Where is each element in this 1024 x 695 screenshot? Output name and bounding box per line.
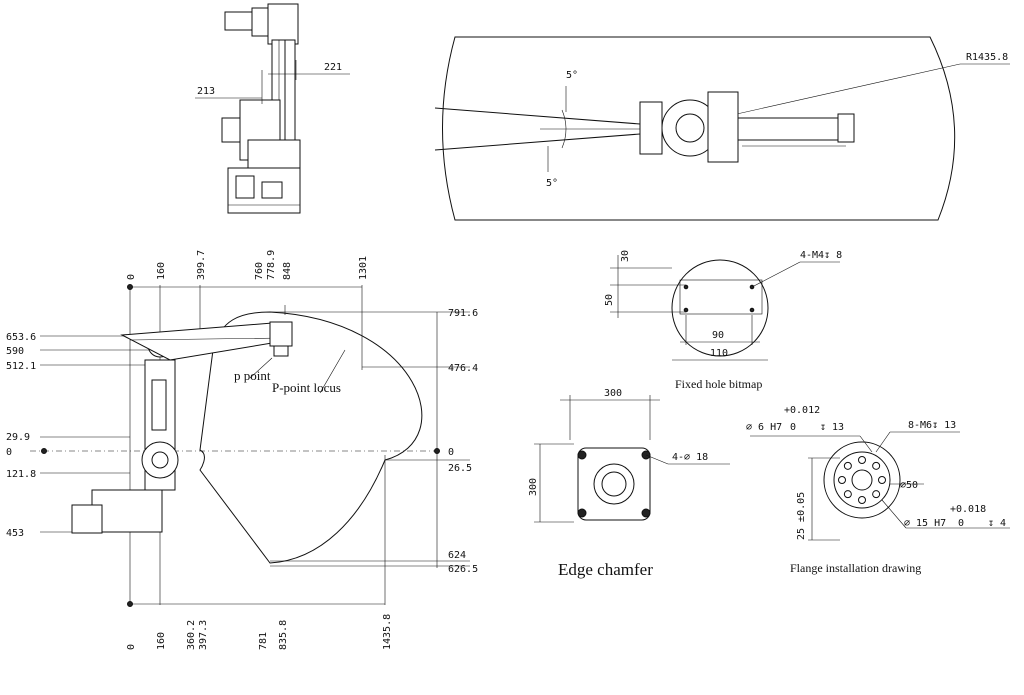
rotated-labels: 30 50 300 25 ±0.05 — [528, 250, 807, 540]
y-left-tick-6: 453 — [6, 528, 24, 539]
y-left-tick-5: 121.8 — [6, 469, 36, 480]
x-bottom-tick-3: 397.3 — [198, 620, 209, 650]
x-bottom-tick-2: 360.2 — [186, 620, 197, 650]
y-right-tick-2: 0 — [448, 447, 454, 458]
flange-caption: Flange installation drawing — [790, 561, 921, 575]
flange-tol-top-zero: 0 — [790, 422, 796, 433]
flange-bolt-hole — [843, 490, 852, 499]
fixed-hole-dim-50: 50 — [604, 294, 615, 306]
x-bottom-tick-5: 835.8 — [278, 620, 289, 650]
flange-bolt-hole — [858, 496, 866, 504]
flange-hole-spec: ⌀ 6 H7 — [746, 422, 782, 433]
y-right-tick-5: 626.5 — [448, 564, 478, 575]
edge-dim-300-h: 300 — [528, 478, 539, 496]
y-right-tick-4: 624 — [448, 550, 466, 561]
flange-bolt-hole — [872, 461, 881, 470]
y-left-tick-2: 512.1 — [6, 361, 36, 372]
plan-view: 5° 5° R1435.8 — [434, 36, 1010, 221]
x-bottom-tick-1: 160 — [156, 632, 167, 650]
fixed-hole-caption: Fixed hole bitmap — [675, 377, 762, 391]
flange-thread: 8-M6↧ 13 — [908, 420, 956, 431]
flange-bolt-hole — [878, 476, 886, 484]
x-top-tick-4: 778.9 — [266, 250, 277, 280]
x-bottom-tick-6: 1435.8 — [382, 614, 393, 650]
flange-bore-depth: ↧ 4 — [988, 518, 1006, 529]
plan-radius: R1435.8 — [966, 52, 1008, 63]
flange-dia-50: ⌀50 — [900, 480, 918, 491]
top-dim-221: 221 — [324, 62, 342, 73]
top-dim-213: 213 — [197, 86, 215, 97]
label-p-locus: P-point locus — [272, 380, 341, 395]
x-top-tick-1: 160 — [156, 262, 167, 280]
side-view: p point P-point locus — [30, 284, 470, 607]
y-left-tick-1: 590 — [6, 346, 24, 357]
flange-bolt-hole — [843, 461, 852, 470]
x-bottom-tick-0: 0 — [126, 644, 137, 650]
flange-view: +0.012 ⌀ 6 H7 0 ↧ 13 8-M6↧ 13 ⌀50 +0.018… — [746, 405, 1010, 575]
x-top-tick-2: 399.7 — [196, 250, 207, 280]
flange-tol-bot-zero: 0 — [958, 518, 964, 529]
y-right-tick-0: 791.6 — [448, 308, 478, 319]
top-front-view: 213 221 — [195, 3, 350, 214]
fixed-hole-dim-110: 110 — [710, 348, 728, 359]
flange-bore-spec: ⌀ 15 H7 — [904, 518, 946, 529]
flange-tol-bot: +0.018 — [950, 504, 986, 515]
x-top-tick-0: 0 — [126, 274, 137, 280]
fixed-hole-thread: 4-M4↧ 8 — [800, 250, 842, 261]
flange-hole-depth: ↧ 13 — [820, 422, 844, 433]
y-right-tick-1: 476.4 — [448, 363, 478, 374]
x-bottom-tick-4: 781 — [258, 632, 269, 650]
fixed-hole-dim-90: 90 — [712, 330, 724, 341]
fixed-hole-dim-30: 30 — [620, 250, 631, 262]
flange-bolt-hole — [858, 456, 866, 464]
edge-chamfer-view: 300 4-⌀ 18 Edge chamfer — [534, 388, 730, 579]
flange-bolt-hole — [838, 476, 846, 484]
flange-vdim: 25 ±0.05 — [796, 492, 807, 540]
flange-bolt-hole — [872, 490, 881, 499]
plan-angle-bottom: 5° — [546, 178, 558, 189]
y-left-tick-3: 29.9 — [6, 432, 30, 443]
plan-angle-top: 5° — [566, 70, 578, 81]
y-left-tick-0: 653.6 — [6, 332, 36, 343]
fixed-hole-view: 4-M4↧ 8 90 110 Fixed hole bitmap — [610, 250, 842, 391]
flange-tol-top: +0.012 — [784, 405, 820, 416]
x-top-tick-5: 848 — [282, 262, 293, 280]
edge-hole-spec: 4-⌀ 18 — [672, 452, 708, 463]
y-left-tick-4: 0 — [6, 447, 12, 458]
x-top-tick-6: 1301 — [358, 256, 369, 280]
edge-dim-300-w: 300 — [604, 388, 622, 399]
y-right-tick-3: 26.5 — [448, 463, 472, 474]
edge-caption: Edge chamfer — [558, 560, 653, 579]
x-top-tick-3: 760 — [254, 262, 265, 280]
